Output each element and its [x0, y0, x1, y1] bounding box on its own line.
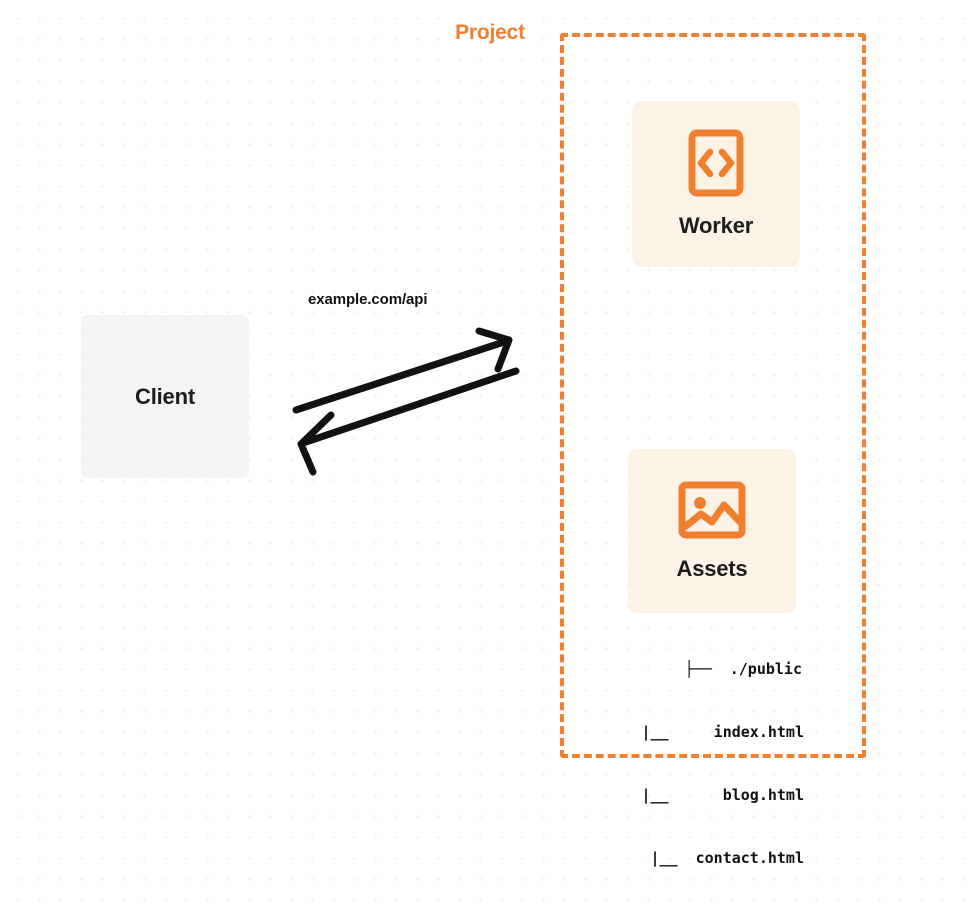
file-tree-root: ├── ./public [684, 660, 802, 678]
file-tree-item: |__ index.html [641, 723, 804, 741]
arrow-left-down-icon [297, 367, 520, 476]
connection-label: example.com/api [308, 291, 428, 308]
worker-card[interactable]: Worker [632, 101, 800, 267]
diagram-canvas: Client example.com/api Project Worker [81, 21, 866, 867]
arrow-right-up-icon [292, 327, 513, 414]
file-tree-item: |__ blog.html [641, 786, 804, 804]
assets-file-tree: ├── ./public |__ index.html |__ blog.htm… [604, 617, 804, 911]
project-title: Project [449, 21, 531, 45]
client-label: Client [135, 383, 195, 409]
client-node[interactable]: Client [81, 315, 249, 478]
project-container [560, 33, 866, 758]
code-brackets-icon [688, 129, 744, 197]
file-tree-item: |__ contact.html [650, 849, 804, 867]
assets-card-label: Assets [676, 556, 748, 581]
image-icon [678, 481, 746, 539]
worker-card-label: Worker [678, 213, 754, 238]
connection-arrows [292, 327, 520, 476]
assets-card[interactable]: Assets [628, 449, 796, 613]
